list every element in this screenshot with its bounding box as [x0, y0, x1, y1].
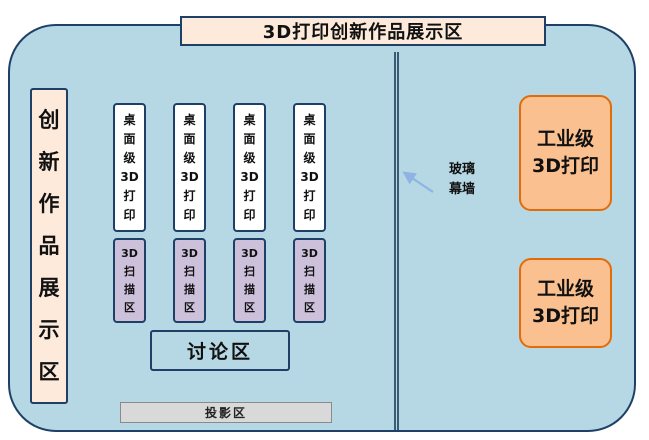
innovation-display-zone: 创 新 作 品 展 示 区 — [30, 88, 68, 404]
glass-curtain-wall — [394, 52, 399, 430]
title-banner: 3D打印创新作品展示区 — [180, 16, 546, 46]
3d-scan-zone-3: 3D 扫 描 区 — [233, 238, 266, 323]
desktop-3d-printer-zone-2: 桌 面 级 3D 打 印 — [173, 103, 206, 232]
industrial-3d-printer-zone-2: 工业级 3D打印 — [519, 258, 612, 348]
desktop-3d-printer-zone-4: 桌 面 级 3D 打 印 — [293, 103, 326, 232]
3d-scan-zone-1: 3D 扫 描 区 — [113, 238, 146, 323]
glass-wall-label: 玻璃 幕墙 — [448, 162, 475, 197]
desktop-3d-printer-zone-3: 桌 面 级 3D 打 印 — [233, 103, 266, 232]
projection-zone: 投影区 — [120, 402, 332, 423]
page-title: 3D打印创新作品展示区 — [262, 22, 464, 43]
industrial-3d-printer-zone-1: 工业级 3D打印 — [519, 95, 612, 211]
desktop-3d-printer-zone-1: 桌 面 级 3D 打 印 — [113, 103, 146, 232]
3d-scan-zone-4: 3D 扫 描 区 — [293, 238, 326, 323]
discussion-zone: 讨论区 — [150, 330, 290, 371]
3d-scan-zone-2: 3D 扫 描 区 — [173, 238, 206, 323]
glass-wall-arrow-icon — [402, 171, 434, 193]
